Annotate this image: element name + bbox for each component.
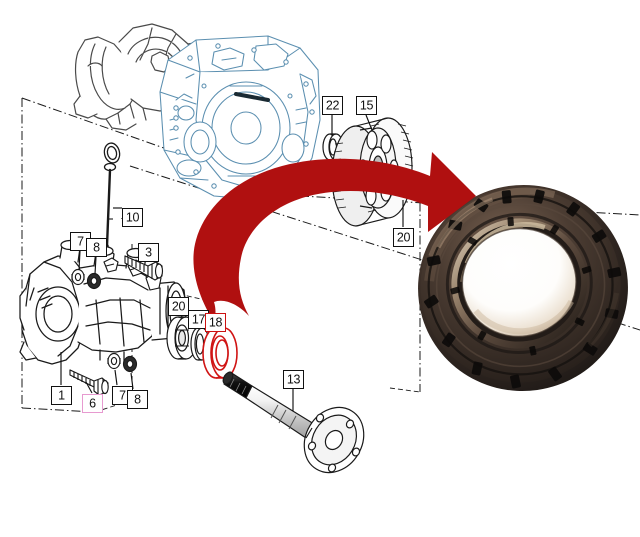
callout-10-label: 10	[125, 210, 140, 225]
callout-1-label: 1	[58, 388, 65, 403]
callout-7-top-label: 7	[77, 234, 84, 249]
callout-7-bottom-label: 7	[119, 388, 126, 403]
callout-15[interactable]: 15	[356, 96, 377, 115]
callout-6[interactable]: 6	[82, 394, 103, 413]
callout-17-label: 17	[191, 312, 206, 327]
axle-shaft-part	[222, 371, 365, 474]
callout-22[interactable]: 22	[322, 96, 343, 115]
callout-20-right-label: 20	[396, 230, 411, 245]
callout-3[interactable]: 3	[138, 243, 159, 262]
callout-8-bottom[interactable]: 8	[127, 390, 148, 409]
hardware-bottom-group	[69, 352, 138, 396]
callout-18-label: 18	[208, 315, 223, 330]
oil-seal-part	[202, 327, 238, 379]
callout-15-label: 15	[359, 98, 374, 113]
callout-20-left[interactable]: 20	[168, 297, 189, 316]
callout-8-top[interactable]: 8	[86, 238, 107, 257]
callout-6-label: 6	[89, 396, 96, 411]
callout-20-right[interactable]: 20	[393, 228, 414, 247]
callout-18[interactable]: 18	[205, 313, 226, 332]
callout-3-label: 3	[145, 245, 152, 260]
engine-block-part	[159, 35, 321, 201]
callout-8-bottom-label: 8	[134, 392, 141, 407]
callout-13-label: 13	[286, 372, 301, 387]
callout-1[interactable]: 1	[51, 386, 72, 405]
callout-22-label: 22	[325, 98, 340, 113]
bolt-3-part	[124, 255, 164, 281]
callout-10[interactable]: 10	[122, 208, 143, 227]
callout-13[interactable]: 13	[283, 370, 304, 389]
callout-20-left-label: 20	[171, 299, 186, 314]
callout-8-top-label: 8	[93, 240, 100, 255]
